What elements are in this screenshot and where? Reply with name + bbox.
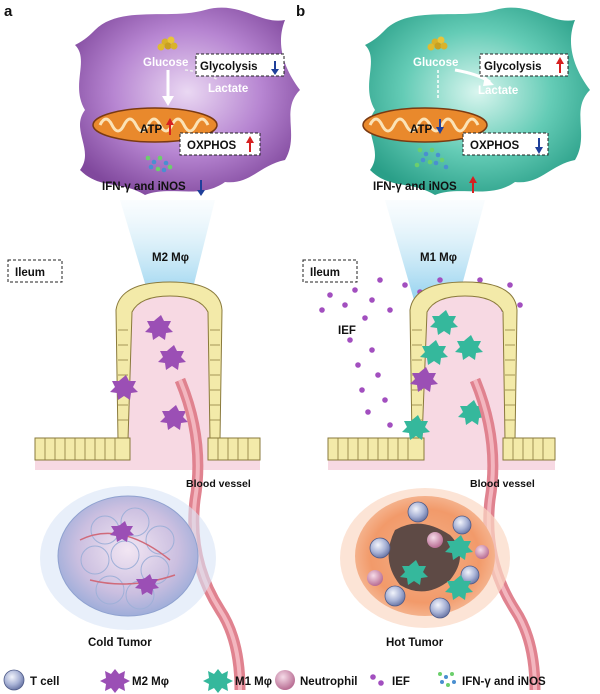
glycolysis-label: Glycolysis <box>484 61 542 73</box>
m2-macrophage-cell <box>75 7 300 195</box>
arrow-down-icon <box>436 127 444 134</box>
neutrophils-tumor <box>367 532 489 586</box>
oxphos-box <box>179 132 261 156</box>
cytokines-label: IFN-γ and iNOS <box>102 181 186 193</box>
cytokine-dots-icon <box>438 672 456 687</box>
legend-label-m2: M2 Mφ <box>132 676 169 688</box>
glucose-label: Glucose <box>413 57 458 69</box>
legend-label-neutrophil: Neutrophil <box>300 676 358 688</box>
t-cell-icon <box>3 669 25 691</box>
cytokine-dots <box>145 155 173 173</box>
cytokines-label: IFN-γ and iNOS <box>373 181 457 193</box>
cytokine-dots <box>414 147 449 170</box>
macrophage-label: M2 Mφ <box>152 252 189 264</box>
magnify-cone <box>385 200 485 300</box>
vessel-label: Blood vessel <box>186 478 251 490</box>
oxphos-label: OXPHOS <box>187 140 237 152</box>
villus-stroma <box>35 290 260 470</box>
vessel-label: Blood vessel <box>470 478 535 490</box>
t-cells-tumor <box>369 501 480 619</box>
m1-macrophages-tumor <box>400 535 473 600</box>
legend: T cell M2 Mφ M1 Mφ Neutrophil IEF IFN-γ … <box>3 669 546 693</box>
glycolysis-box <box>479 53 569 77</box>
arrow-up-icon <box>556 57 564 64</box>
lactate-label: Lactate <box>478 85 518 97</box>
arrow-down-icon <box>271 69 279 75</box>
ileum-box <box>7 259 63 283</box>
arrow-up-icon <box>166 118 174 125</box>
legend-label-t-cell: T cell <box>30 676 59 688</box>
ief-label: IEF <box>338 325 356 337</box>
villus-epithelium <box>34 281 261 461</box>
macrophage-label: M1 Mφ <box>420 252 457 264</box>
legend-label-cytokines: IFN-γ and iNOS <box>462 676 546 688</box>
magnify-cone <box>120 200 215 300</box>
m2-macrophage-icon <box>100 669 130 693</box>
legend-label-m1: M1 Mφ <box>235 676 272 688</box>
lactate-label: Lactate <box>208 83 248 95</box>
oxphos-box <box>462 132 549 156</box>
hot-tumor <box>340 488 510 628</box>
cold-tumor <box>40 486 216 630</box>
oxphos-label: OXPHOS <box>470 140 520 152</box>
ief-dots-icon <box>370 674 384 686</box>
panel-a: a Glucose Lactate Glycolysis ATP OXPHOS <box>4 3 300 691</box>
glucose-icon <box>157 36 178 51</box>
panel-b: b Glucose Lactate Glycolysis ATP OXPHOS <box>296 3 590 691</box>
m2-macrophage-villus <box>410 367 438 392</box>
legend-label-ief: IEF <box>392 676 410 688</box>
glucose-label: Glucose <box>143 57 188 69</box>
panel-a-letter: a <box>4 3 13 20</box>
panel-b-letter: b <box>296 3 305 20</box>
mitochondrion <box>362 107 488 143</box>
ileum-label: Ileum <box>310 267 340 279</box>
glycolysis-label: Glycolysis <box>200 61 258 73</box>
ileum-box <box>302 259 358 283</box>
neutrophil-icon <box>275 670 295 690</box>
epithelial-cell-lines <box>44 329 249 460</box>
m2-macrophages-villus <box>110 315 188 430</box>
m1-macrophage-icon <box>203 669 233 693</box>
m1-macrophage-cell <box>365 7 590 195</box>
glycolysis-box <box>195 53 285 77</box>
tumor-label: Cold Tumor <box>88 637 152 649</box>
atp-label: ATP <box>410 124 432 136</box>
glucose-icon <box>427 36 448 51</box>
atp-label: ATP <box>140 124 162 136</box>
tumor-label: Hot Tumor <box>386 637 444 649</box>
ileum-label: Ileum <box>15 267 45 279</box>
villus-stroma <box>328 290 555 470</box>
